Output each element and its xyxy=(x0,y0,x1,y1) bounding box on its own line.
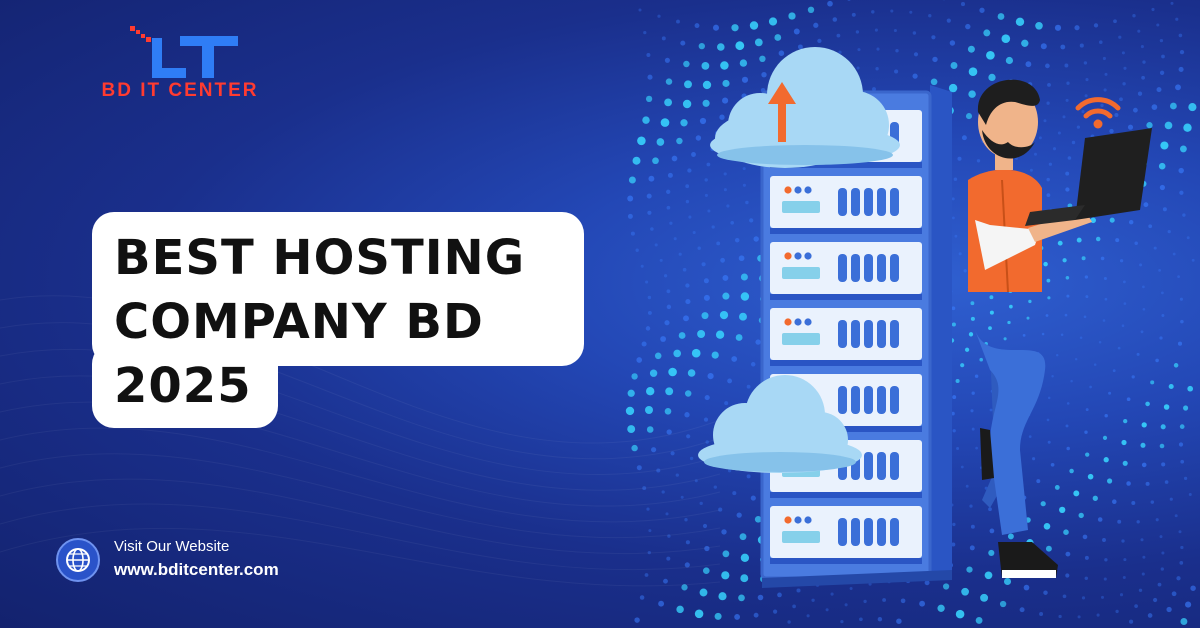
cloud-icon xyxy=(698,375,862,473)
website-link[interactable]: www.bditcenter.com xyxy=(114,560,279,579)
brand-logo[interactable]: BD IT CENTER xyxy=(60,26,300,106)
headline-line-2: COMPANY BD xyxy=(114,294,484,350)
person-with-laptop xyxy=(968,79,1152,578)
logo-text: BD IT CENTER xyxy=(101,80,259,101)
arrow-up-icon xyxy=(768,82,796,142)
server-unit xyxy=(770,242,922,300)
hosting-illustration xyxy=(698,47,1152,588)
page-title: BEST HOSTING COMPANY BD 2025 xyxy=(114,226,525,418)
headline-line-3: 2025 xyxy=(114,358,252,414)
globe-icon xyxy=(56,538,100,582)
server-unit xyxy=(770,506,922,564)
server-unit xyxy=(770,176,922,234)
upload-cloud-icon xyxy=(710,47,900,168)
website-cta[interactable]: Visit Our Website www.bditcenter.com xyxy=(56,536,376,586)
visit-label: Visit Our Website xyxy=(114,538,230,555)
headline-line-1: BEST HOSTING xyxy=(114,230,526,286)
headline-card: BEST HOSTING COMPANY BD 2025 xyxy=(92,212,592,432)
wifi-icon xyxy=(1075,97,1121,129)
server-unit xyxy=(770,308,922,366)
logo-mark-icon xyxy=(130,26,238,78)
